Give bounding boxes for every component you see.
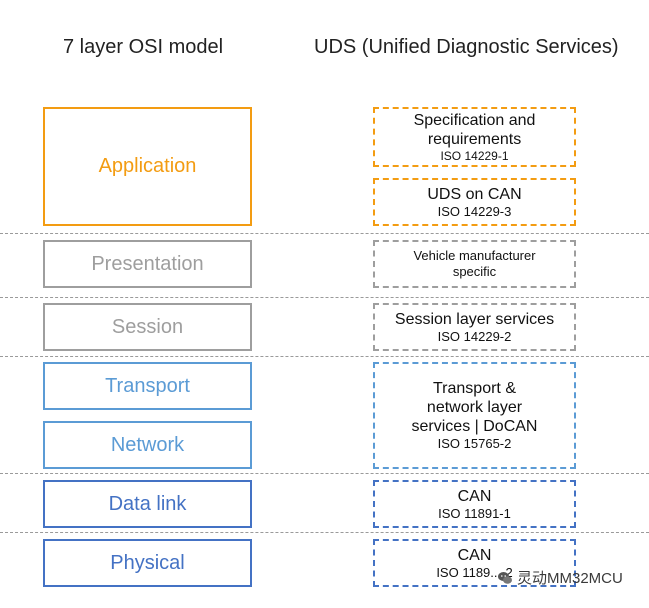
uds-box-text: network layer xyxy=(426,399,523,417)
osi-layer-network: Network xyxy=(43,421,252,469)
osi-layer-application: Application xyxy=(43,107,252,226)
uds-box-transport-network: Transport & network layer services | DoC… xyxy=(373,362,576,469)
uds-box-text: Transport & xyxy=(433,379,516,397)
osi-layer-label: Physical xyxy=(110,551,185,574)
osi-layer-label: Presentation xyxy=(91,252,204,275)
osi-layer-physical: Physical xyxy=(43,539,252,587)
uds-box-can-physical: CAN ISO 1189...-2 xyxy=(373,539,576,587)
uds-box-text: services | DoCAN xyxy=(411,418,538,436)
watermark: 灵动MM32MCU xyxy=(497,567,623,588)
uds-box-standard: ISO 1189...-2 xyxy=(436,564,513,580)
heading-uds: UDS (Unified Diagnostic Services) xyxy=(314,36,619,58)
uds-box-uds-on-can: UDS on CAN ISO 14229-3 xyxy=(373,178,576,226)
uds-box-standard: ISO 15765-2 xyxy=(437,436,512,452)
heading-osi: 7 layer OSI model xyxy=(63,36,224,58)
uds-box-session-services: Session layer services ISO 14229-2 xyxy=(373,303,576,351)
layer-separator xyxy=(0,297,649,298)
uds-box-standard: ISO 11891-1 xyxy=(438,505,511,521)
layer-separator xyxy=(0,356,649,357)
uds-box-text: Specification and xyxy=(413,111,536,129)
osi-layer-label: Data link xyxy=(108,492,187,515)
osi-layer-label: Network xyxy=(110,433,185,456)
uds-box-text: CAN xyxy=(457,546,492,564)
wechat-icon xyxy=(498,571,512,584)
osi-layer-label: Session xyxy=(111,315,184,338)
uds-box-can-data-link: CAN ISO 11891-1 xyxy=(373,480,576,528)
osi-layer-transport: Transport xyxy=(43,362,252,410)
osi-layer-session: Session xyxy=(43,303,252,351)
uds-box-specification: Specification and requirements ISO 14229… xyxy=(373,107,576,167)
layer-separator xyxy=(0,532,649,533)
uds-box-standard: ISO 14229-1 xyxy=(440,148,509,163)
osi-layer-label: Transport xyxy=(105,374,190,397)
uds-box-text: Vehicle manufacturer xyxy=(413,248,536,264)
uds-box-text: specific xyxy=(452,264,497,279)
layer-separator xyxy=(0,233,649,234)
uds-box-text: UDS on CAN xyxy=(427,185,522,203)
uds-box-text: CAN xyxy=(457,487,492,505)
osi-layer-label: Application xyxy=(98,155,197,177)
layer-separator xyxy=(0,473,649,474)
osi-layer-data-link: Data link xyxy=(43,480,252,528)
osi-layer-presentation: Presentation xyxy=(43,240,252,288)
uds-box-text: Session layer services xyxy=(394,310,555,328)
uds-box-vehicle-specific: Vehicle manufacturer specific xyxy=(373,240,576,288)
watermark-text: 灵动MM32MCU xyxy=(517,570,623,587)
uds-box-standard: ISO 14229-2 xyxy=(437,328,512,344)
uds-box-text: requirements xyxy=(427,130,522,148)
uds-box-standard: ISO 14229-3 xyxy=(437,203,512,219)
